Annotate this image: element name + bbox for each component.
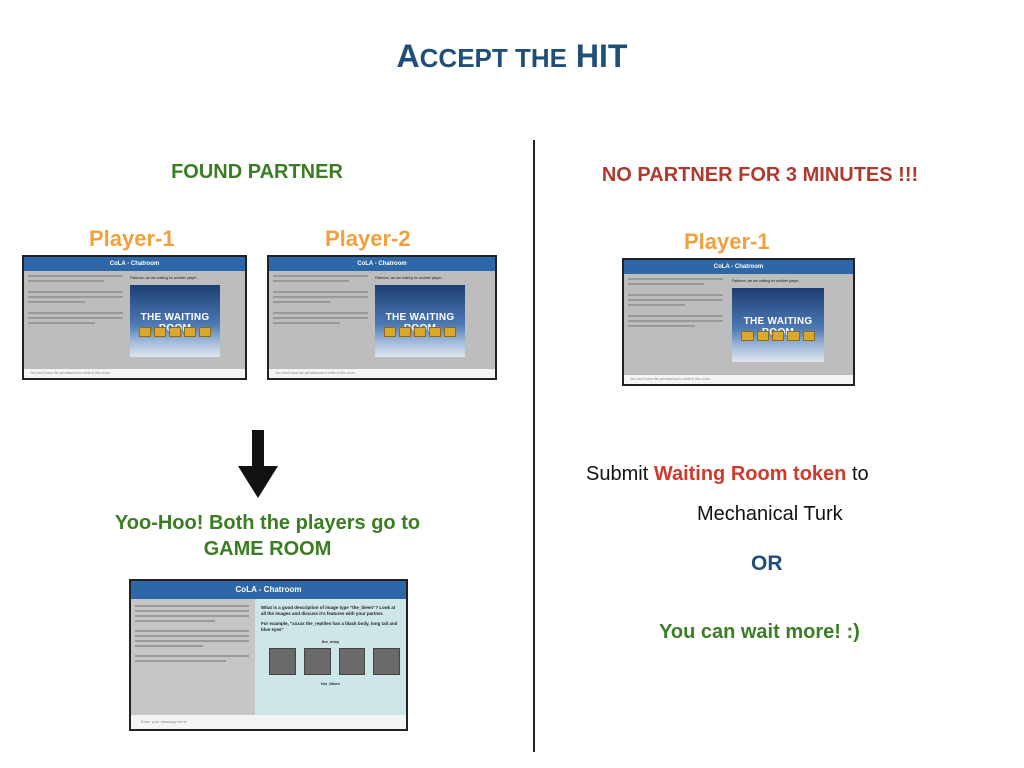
found-partner-heading: FOUND PARTNER	[171, 161, 343, 183]
player2-label: Player-2	[325, 226, 411, 251]
chat-log	[273, 275, 368, 327]
chat-log	[28, 275, 123, 327]
chat-log	[628, 278, 723, 330]
submit-token-text: Submit Waiting Room token to	[586, 463, 869, 485]
player1-label-left: Player-1	[89, 226, 175, 251]
down-arrow-icon	[238, 430, 278, 498]
game-room-screenshot: CoLA - Chatroom What is a good descripti…	[129, 579, 408, 731]
game-panel: What is a good description of image type…	[255, 599, 406, 715]
message-input: Enter your message here!	[131, 715, 406, 729]
wait-more-text: You can wait more! :)	[659, 621, 860, 643]
player1-chatroom-screenshot: CoLA - Chatroom Patience, we are waiting…	[22, 255, 247, 380]
chatroom-titlebar: CoLA - Chatroom	[624, 260, 853, 274]
or-text: OR	[751, 552, 783, 575]
page-title: ACCEPT THE HIT	[396, 38, 628, 74]
waiting-chatroom-screenshot: CoLA - Chatroom Patience, we are waiting…	[622, 258, 855, 386]
waiting-room-image: Patience, we are waiting for another pla…	[732, 279, 824, 362]
waiting-room-image: Patience, we are waiting for another pla…	[130, 276, 220, 357]
waiting-room-image: Patience, we are waiting for another pla…	[375, 276, 465, 357]
player2-chatroom-screenshot: CoLA - Chatroom Patience, we are waiting…	[267, 255, 497, 380]
chatroom-titlebar: CoLA - Chatroom	[24, 257, 245, 271]
image-grid	[261, 648, 400, 675]
mechanical-turk-text: Mechanical Turk	[697, 503, 843, 525]
chatroom-titlebar: CoLA - Chatroom	[269, 257, 495, 271]
no-partner-heading: NO PARTNER FOR 3 MINUTES !!!	[601, 164, 919, 186]
player1-label-right: Player-1	[684, 229, 770, 254]
game-room-result: Yoo-Hoo! Both the players go to GAME ROO…	[114, 512, 421, 560]
game-chat-log	[131, 599, 253, 715]
game-titlebar: CoLA - Chatroom	[131, 581, 406, 599]
vertical-divider	[533, 140, 535, 752]
